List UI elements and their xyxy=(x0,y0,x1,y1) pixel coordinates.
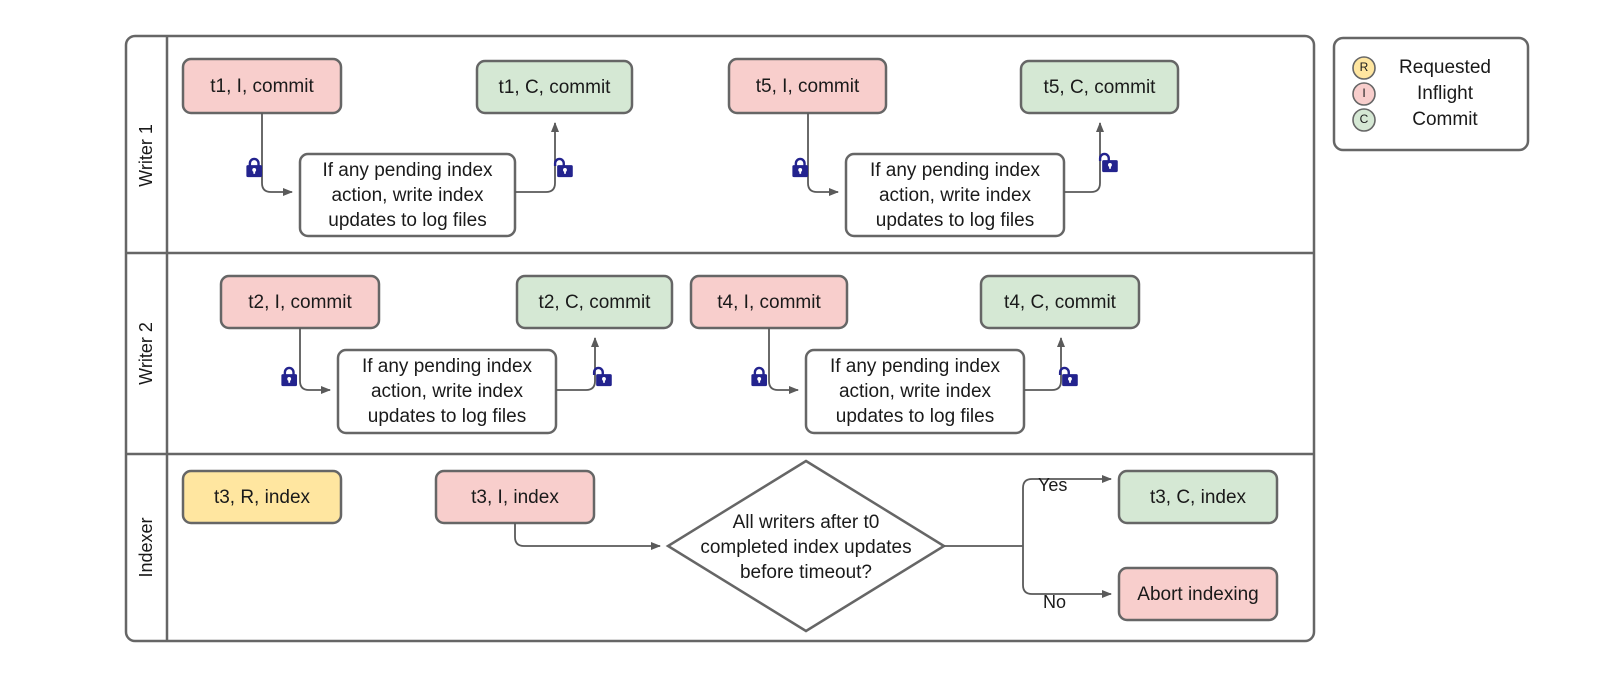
unlocked-icon-w1-1 xyxy=(553,157,573,178)
edge-label-no: No xyxy=(1043,592,1067,612)
unlocked-icon-w2-2 xyxy=(1058,366,1078,387)
edge-w1-t5-inflight-to-process xyxy=(807,113,839,196)
locked-icon-w2-1 xyxy=(281,366,298,387)
legend-badge-letter-commit: C xyxy=(1359,112,1369,126)
edge-w1-t1-process-to-commit xyxy=(515,122,559,193)
node-w2-t2-inflight[interactable] xyxy=(219,274,381,330)
unlocked-icon-w2-1 xyxy=(592,366,612,387)
legend-label-commit: Commit xyxy=(1412,109,1478,130)
edge-w2-t2-inflight-to-process xyxy=(299,328,331,394)
lane-label-indexer: Indexer xyxy=(136,517,156,578)
locked-icon-w1-1 xyxy=(246,157,263,178)
lane-writer2-content xyxy=(219,274,1141,435)
lane-label-writer1: Writer 1 xyxy=(136,124,156,187)
legend-badge-letter-inflight: I xyxy=(1362,86,1366,100)
lane-label-writer2: Writer 2 xyxy=(136,322,156,385)
edge-w2-t4-inflight-to-process xyxy=(768,328,799,394)
node-idx-abort[interactable] xyxy=(1117,566,1279,622)
edge-w2-t2-process-to-commit xyxy=(556,337,599,391)
legend-badge-letter-requested: R xyxy=(1359,60,1369,74)
legend-label-requested: Requested xyxy=(1399,57,1491,78)
edge-w2-t4-process-to-commit xyxy=(1024,337,1065,391)
edge-w1-t1-inflight-to-process xyxy=(261,113,293,196)
edge-w1-t5-process-to-commit xyxy=(1064,122,1104,193)
unlocked-icon-w1-2 xyxy=(1098,152,1118,173)
node-w1-t5-process[interactable] xyxy=(844,152,1066,238)
lane-writer1-content xyxy=(181,57,1180,238)
node-w1-t5-inflight[interactable] xyxy=(727,57,888,115)
node-w1-t1-process[interactable] xyxy=(298,152,517,238)
edge-decision-yes xyxy=(1022,475,1112,547)
legend-panel xyxy=(1332,36,1530,152)
node-w2-t2-process[interactable] xyxy=(336,348,558,435)
legend-border xyxy=(1332,36,1530,152)
edge-idx-inflight-to-decision xyxy=(514,523,661,550)
node-w1-t5-commit[interactable] xyxy=(1019,59,1180,115)
node-w2-t4-commit[interactable] xyxy=(979,274,1141,330)
node-w2-t4-inflight[interactable] xyxy=(689,274,849,330)
locked-icon-w2-2 xyxy=(751,366,768,387)
node-idx-t3-inflight[interactable] xyxy=(434,469,596,525)
node-w2-t4-process[interactable] xyxy=(804,348,1026,435)
node-w1-t1-inflight[interactable] xyxy=(181,57,343,115)
node-idx-decision[interactable] xyxy=(665,459,947,633)
node-w1-t1-commit[interactable] xyxy=(475,59,634,115)
legend-badge-requested xyxy=(1352,56,1376,80)
edge-label-yes: Yes xyxy=(1038,475,1068,495)
locked-icon-w1-2 xyxy=(792,157,809,178)
legend-badge-commit xyxy=(1352,108,1376,132)
edge-decision-no xyxy=(1022,545,1112,598)
node-idx-t3-commit[interactable] xyxy=(1117,469,1279,525)
legend-label-inflight: Inflight xyxy=(1417,83,1473,104)
legend-badge-inflight xyxy=(1352,82,1376,106)
node-idx-t3-requested[interactable] xyxy=(181,469,343,525)
node-w2-t2-commit[interactable] xyxy=(515,274,674,330)
lane-indexer-content xyxy=(181,459,1279,633)
